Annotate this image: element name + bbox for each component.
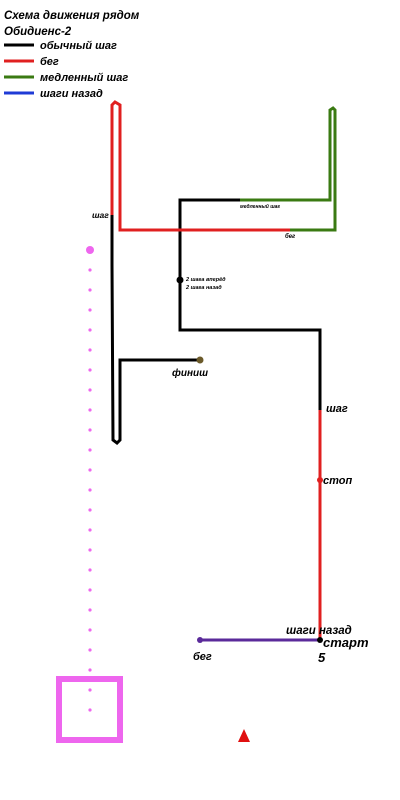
- label-back-steps: шаги назад: [286, 625, 352, 637]
- guide-dot: [88, 548, 92, 552]
- guide-dot: [88, 708, 92, 712]
- guide-dot: [88, 408, 92, 412]
- guide-dot: [88, 608, 92, 612]
- guide-dots: [88, 268, 92, 712]
- guide-dot: [88, 628, 92, 632]
- guide-dot: [88, 508, 92, 512]
- legend-label: шаги назад: [40, 88, 103, 100]
- label-walk-right: шаг: [326, 403, 348, 415]
- legend-item-back-steps: шаги назад: [4, 88, 103, 100]
- scheme-subtitle: Обидиенс-2: [4, 26, 72, 38]
- label-start: старт: [323, 635, 369, 650]
- cone-marker: [238, 729, 250, 742]
- route: [110, 100, 337, 642]
- segment-walk-right: [178, 198, 322, 410]
- scheme-title: Схема движения рядом: [4, 10, 140, 22]
- label-run-small: бег: [285, 233, 296, 240]
- guide-start-dot: [86, 246, 94, 254]
- segment-run-left: [110, 100, 290, 232]
- guide-dot: [88, 268, 92, 272]
- guide-dot: [88, 388, 92, 392]
- guide-dot: [88, 348, 92, 352]
- label-finish: финиш: [172, 367, 208, 379]
- pink-square: [56, 676, 123, 743]
- guide-dot: [88, 488, 92, 492]
- guide-dot: [88, 328, 92, 332]
- segment-walk-to-finish: [110, 215, 200, 445]
- guide-dot: [88, 468, 92, 472]
- label-run-bottom: бег: [193, 651, 212, 663]
- dotted-guide-line: [86, 246, 94, 712]
- legend-item-run: бег: [4, 56, 59, 68]
- guide-dot: [88, 368, 92, 372]
- finish-dot: [196, 356, 204, 364]
- label-start-number: 5: [318, 650, 326, 665]
- legend-label: обычный шаг: [40, 40, 117, 52]
- guide-dot: [88, 288, 92, 292]
- guide-dot: [88, 568, 92, 572]
- guide-dot: [88, 588, 92, 592]
- stop-dot: [317, 477, 323, 483]
- label-forward-back-2: 2 шага назад: [185, 285, 222, 291]
- guide-dot: [88, 668, 92, 672]
- legend: обычный шаг бег медленный шаг шаги назад: [4, 40, 128, 100]
- legend-label: бег: [40, 56, 59, 68]
- guide-dot: [88, 688, 92, 692]
- legend-item-slow-walk: медленный шаг: [4, 72, 128, 84]
- legend-label: медленный шаг: [40, 72, 128, 84]
- guide-dot: [88, 648, 92, 652]
- label-stop: стоп: [323, 475, 352, 487]
- segment-slow-walk: [240, 106, 337, 232]
- guide-dot: [88, 308, 92, 312]
- guide-dot: [88, 448, 92, 452]
- label-forward-back-1: 2 шага вперёд: [185, 277, 226, 283]
- legend-item-normal-walk: обычный шаг: [4, 40, 117, 52]
- start-dot: [317, 637, 323, 643]
- label-slow-walk-small: медленный шаг: [240, 203, 280, 210]
- forward-back-dot: [176, 276, 184, 284]
- back-steps-end-dot: [197, 637, 203, 643]
- guide-dot: [88, 528, 92, 532]
- label-walk-left: шаг: [92, 210, 109, 220]
- guide-dot: [88, 428, 92, 432]
